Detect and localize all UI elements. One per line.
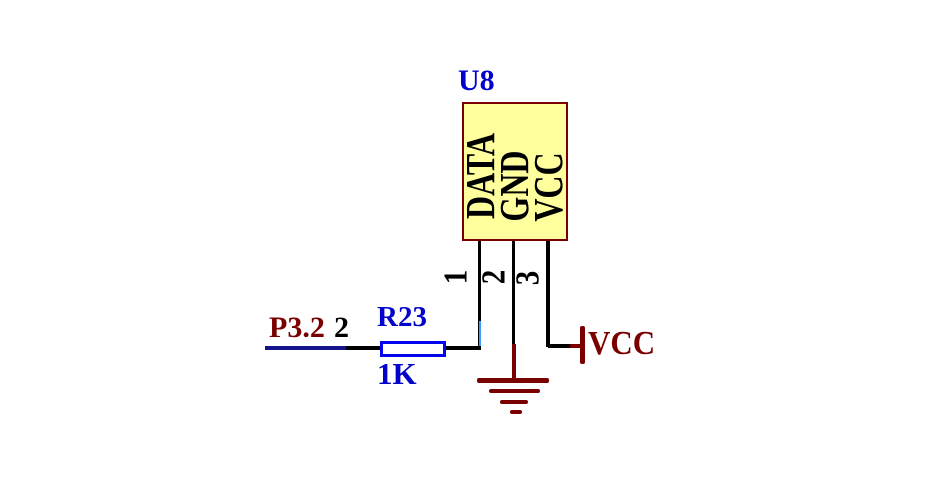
vcc-stub bbox=[570, 344, 582, 348]
pin-number-3[interactable]: 3 bbox=[509, 270, 546, 286]
ground-bar-2 bbox=[489, 389, 540, 393]
wire-highlight-segment bbox=[478, 321, 481, 346]
ground-stem[interactable] bbox=[512, 344, 516, 381]
pin-wire-3[interactable] bbox=[546, 241, 550, 347]
pin-name-vcc[interactable]: VCC bbox=[524, 152, 572, 222]
ic-body[interactable] bbox=[462, 102, 568, 241]
wire-to-resistor[interactable] bbox=[346, 345, 382, 350]
resistor-value[interactable]: 1K bbox=[377, 356, 417, 391]
net-label[interactable]: P3.2 bbox=[269, 311, 325, 344]
ground-bar-4 bbox=[509, 409, 522, 414]
ic-designator[interactable]: U8 bbox=[458, 64, 495, 97]
ground-bar-1[interactable] bbox=[477, 378, 549, 383]
pin-wire-1[interactable] bbox=[477, 241, 481, 347]
ground-bar-3 bbox=[500, 399, 528, 404]
resistor-body[interactable] bbox=[380, 341, 446, 357]
pin-wire-2[interactable] bbox=[511, 241, 515, 346]
vcc-power-label[interactable]: VCC bbox=[588, 323, 656, 362]
wire-pin3-to-vcc[interactable] bbox=[548, 344, 574, 348]
net-pin-number[interactable]: 2 bbox=[334, 311, 349, 344]
vcc-power-bar[interactable] bbox=[580, 326, 585, 364]
resistor-designator[interactable]: R23 bbox=[377, 301, 427, 333]
pin-number-2[interactable]: 2 bbox=[475, 269, 512, 285]
net-wire[interactable] bbox=[265, 345, 348, 350]
wire-resistor-to-pin1[interactable] bbox=[444, 345, 481, 350]
pin-number-1[interactable]: 1 bbox=[437, 269, 474, 285]
